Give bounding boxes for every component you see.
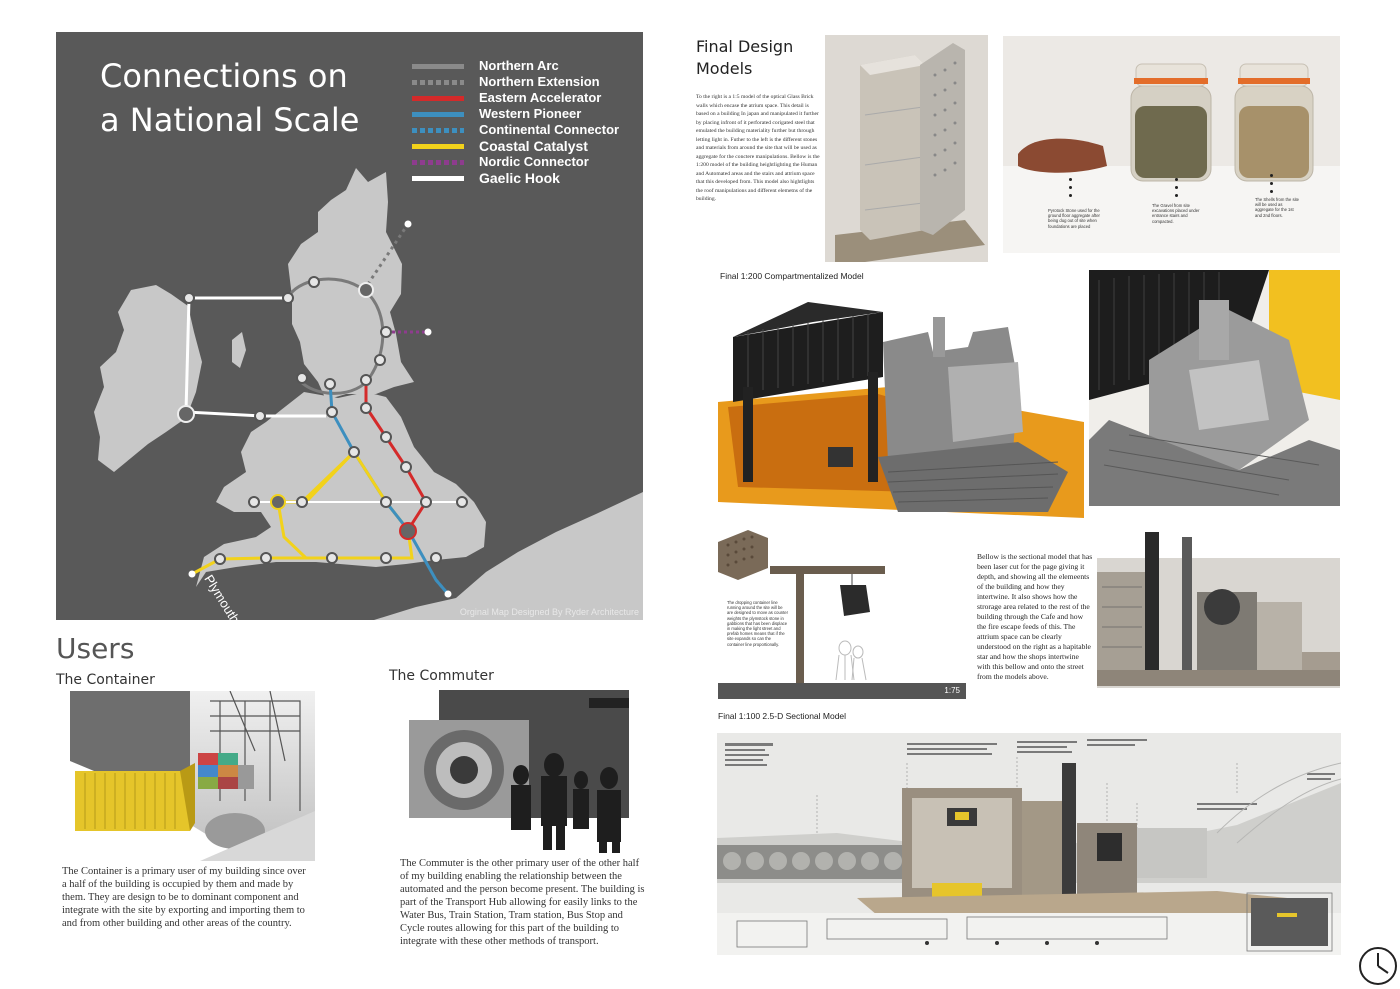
clock-icon	[1358, 946, 1398, 986]
hub-dot	[399, 522, 417, 540]
legend-label: Western Pioneer	[479, 106, 582, 121]
legend-swatch	[412, 96, 464, 101]
container-line-note: The dropping container line running arou…	[727, 600, 788, 647]
station-dot	[296, 372, 308, 384]
station-dot	[324, 378, 336, 390]
end-dot	[424, 328, 432, 336]
scale-label: 1:75	[944, 686, 960, 695]
sectional-model-caption: Final 1:100 2.5-D Sectional Model	[718, 711, 847, 721]
station-dot	[456, 496, 468, 508]
final-models-title: Final Design Models	[696, 37, 794, 78]
map-title: Connections on a National Scale	[100, 57, 360, 139]
commuter-description: The Commuter is the other primary user o…	[400, 858, 645, 947]
legend-label: Continental Connector	[479, 122, 620, 137]
legend-swatch	[412, 80, 464, 85]
hub-dot	[270, 494, 286, 510]
legend-swatch	[412, 144, 464, 149]
continent-shape	[374, 492, 643, 620]
station-dot	[374, 354, 386, 366]
station-dot	[360, 402, 372, 414]
station-dot	[308, 276, 320, 288]
station-dot	[380, 552, 392, 564]
station-dot	[430, 552, 442, 564]
final-models-description: To the right is a 1:5 model of the optic…	[696, 94, 820, 202]
station-markers	[183, 276, 468, 565]
coastal-catalyst-line	[191, 449, 414, 576]
note-dots	[1069, 178, 1072, 202]
users-heading: Users	[56, 632, 135, 665]
sectional-model-photo	[1097, 532, 1340, 698]
station-dot	[380, 326, 392, 338]
national-map-panel: Connections on a National Scale Northern…	[56, 32, 643, 620]
legend-swatch	[412, 64, 464, 69]
station-dot	[296, 496, 308, 508]
end-dot	[188, 570, 196, 578]
sectional-board-photo	[717, 733, 1341, 955]
legend-swatch	[412, 112, 464, 117]
small-island-shape	[232, 332, 246, 368]
container-heading: The Container	[56, 672, 155, 688]
station-dot	[260, 552, 272, 564]
station-dot	[360, 374, 372, 386]
aggregate-jars-photo	[1003, 36, 1340, 253]
note-dots	[1175, 178, 1178, 202]
station-dot	[380, 496, 392, 508]
container-line-detail-image	[718, 530, 968, 685]
legend-swatch	[412, 160, 464, 165]
legend-label: Coastal Catalyst	[479, 138, 588, 154]
compartmentalized-model-caption: Final 1:200 Compartmentalized Model	[720, 271, 864, 281]
station-dot	[380, 431, 392, 443]
station-dot	[183, 292, 195, 304]
land-masses	[94, 168, 643, 620]
end-dot	[404, 220, 412, 228]
station-dot	[326, 552, 338, 564]
station-dot	[214, 553, 226, 565]
station-dot	[326, 406, 338, 418]
ireland-shape	[94, 285, 202, 472]
container-description: The Container is a primary user of my bu…	[62, 866, 306, 929]
gravel-note: The Gravel from site excavations placed …	[1152, 203, 1200, 224]
scale-bar: 1:75	[718, 683, 966, 699]
shells-note: The Shells from the site will be used as…	[1255, 197, 1299, 218]
legend-label: Nordic Connector	[479, 154, 589, 169]
sectional-model-description: Bellow is the sectional model that has b…	[977, 552, 1093, 681]
note-dots	[1270, 174, 1273, 198]
container-collage-image	[70, 691, 315, 861]
station-dot	[282, 292, 294, 304]
legend-label: Gaelic Hook	[479, 170, 560, 186]
legend-label: Northern Arc	[479, 58, 559, 73]
compartment-model-closeup-photo	[1089, 270, 1340, 506]
legend-label: Northern Extension	[479, 74, 600, 89]
station-dot	[248, 496, 260, 508]
station-dot	[420, 496, 432, 508]
station-dot	[400, 461, 412, 473]
station-dot	[348, 446, 360, 458]
hub-dot	[177, 405, 195, 423]
map-credit: Orginal Map Designed By Ryder Architectu…	[459, 607, 639, 617]
legend-label: Eastern Accelerator	[479, 90, 602, 105]
end-dot	[444, 590, 452, 598]
gaelic-hook-line	[184, 296, 326, 418]
stone-note: Pyrotock Stone used for the ground floor…	[1048, 208, 1100, 229]
compartment-model-photo	[718, 292, 1084, 518]
legend-swatch	[412, 176, 464, 181]
glass-brick-model-photo	[825, 35, 988, 262]
commuter-heading: The Commuter	[389, 668, 494, 684]
commuter-collage-image	[409, 690, 641, 855]
hub-markers	[177, 282, 417, 540]
end-markers	[188, 220, 452, 598]
hub-dot	[358, 282, 374, 298]
station-dot	[254, 410, 266, 422]
uk-map-diagram	[94, 168, 643, 620]
legend-swatch	[412, 128, 464, 133]
